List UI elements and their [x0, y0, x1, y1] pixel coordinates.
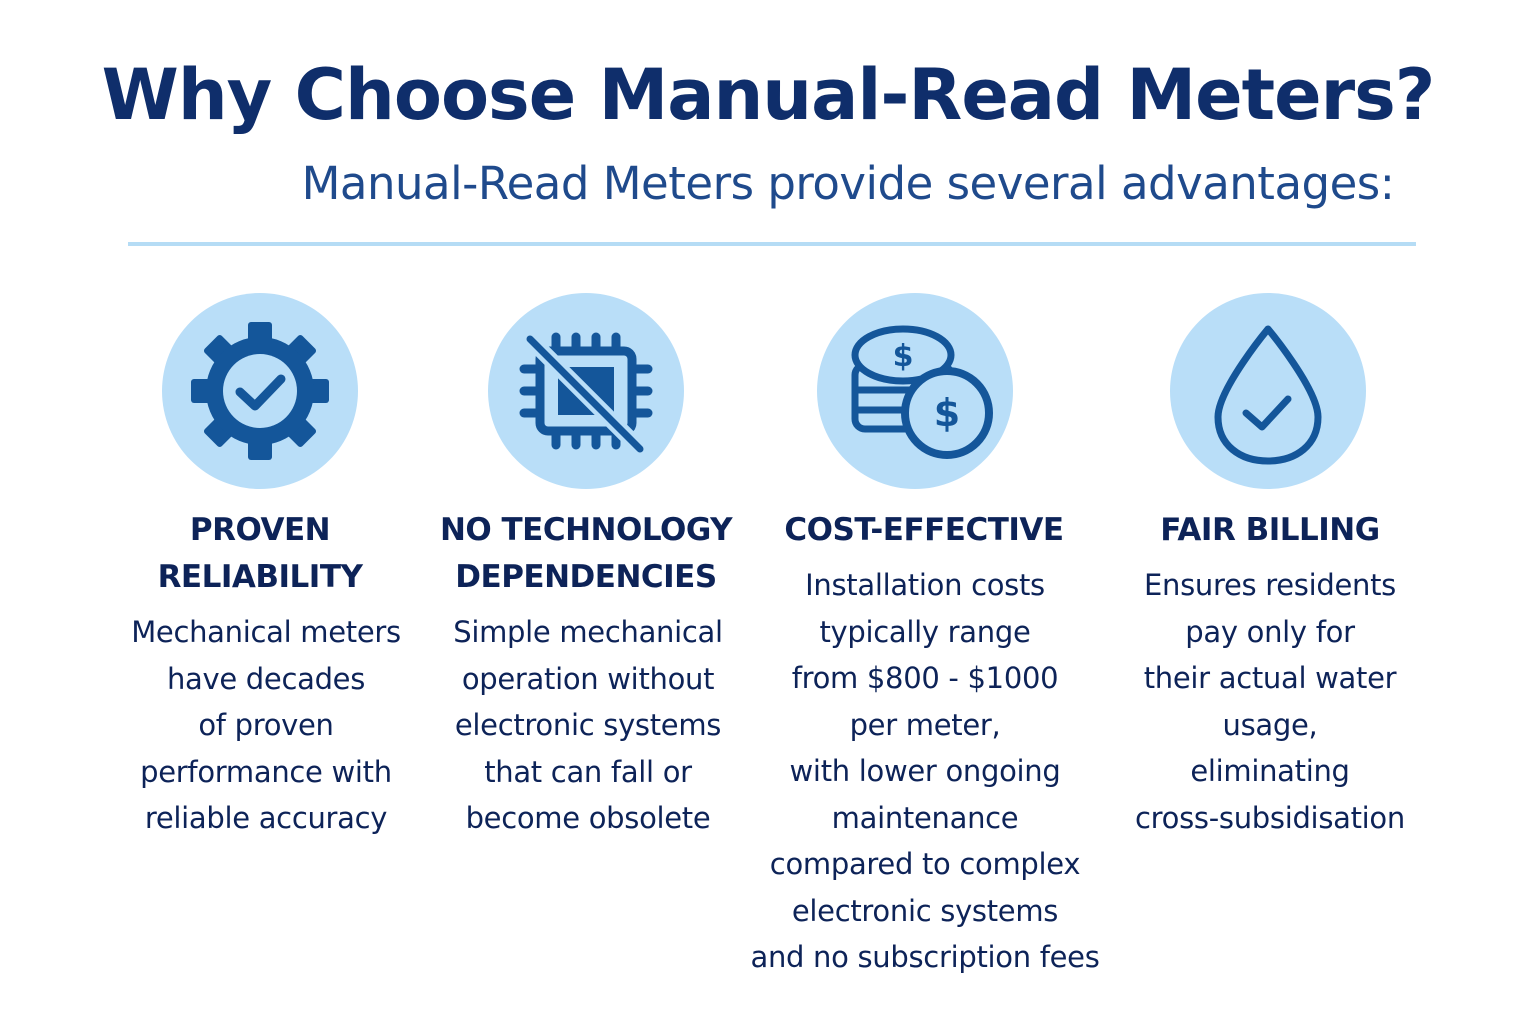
cost-effective-heading: COST-EFFECTIVE [784, 512, 1064, 548]
proven-reliability-heading: PROVEN RELIABILITY [157, 512, 363, 595]
fair-billing-text: Ensures residents pay only for their act… [1135, 568, 1405, 835]
gear-check-icon [162, 293, 358, 489]
proven-reliability-text: Mechanical meters have decades of proven… [131, 615, 401, 835]
no-technology-dependencies-heading: NO TECHNOLOGY DEPENDENCIES [439, 512, 733, 595]
header-divider [128, 242, 1416, 246]
page-title: Why Choose Manual-Read Meters? [101, 54, 1436, 136]
water-drop-check-icon [1170, 293, 1366, 489]
fair-billing-heading: FAIR BILLING [1160, 512, 1380, 548]
page-subtitle: Manual-Read Meters provide several advan… [301, 157, 1395, 210]
coins-dollar-icon: $ $ [817, 293, 1013, 489]
no-technology-dependencies-text: Simple mechanical operation without elec… [453, 615, 723, 835]
svg-text:$: $ [934, 391, 960, 435]
cost-effective-text: Installation costs typically range from … [750, 568, 1100, 974]
svg-text:$: $ [893, 339, 914, 374]
chip-crossed-out-icon [488, 293, 684, 489]
